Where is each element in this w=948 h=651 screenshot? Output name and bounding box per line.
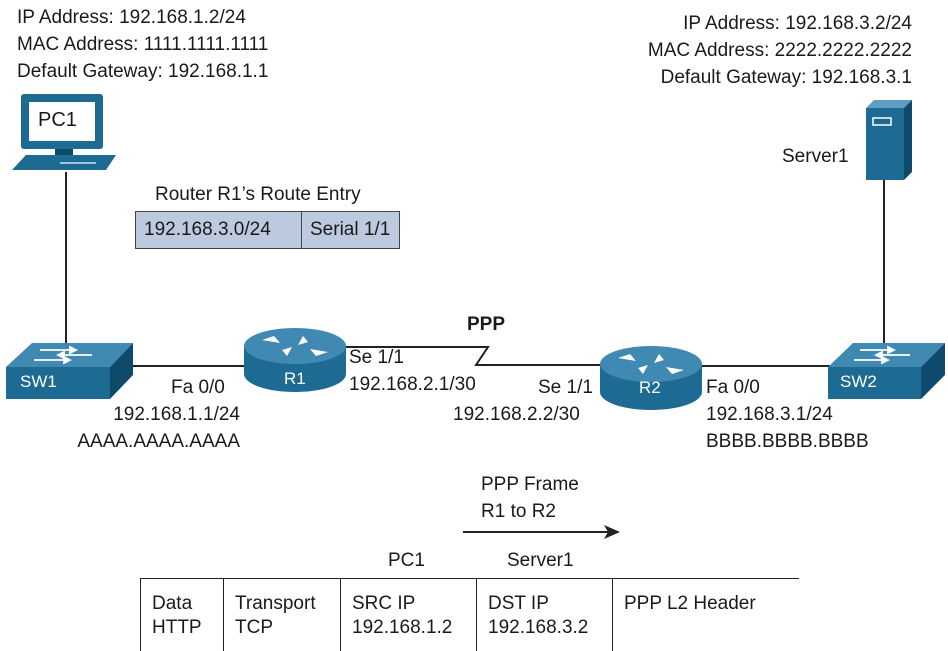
frame-transport-label: Transport [235,593,316,614]
server1-default-gateway: Default Gateway: 192.168.3.1 [660,67,912,88]
pc1-default-gateway: Default Gateway: 192.168.1.1 [17,61,269,82]
frame-src-ip-label: SRC IP [352,593,416,614]
frame-title-line2: R1 to R2 [481,501,556,522]
pc1-mac-address: MAC Address: 1111.1111.1111 [17,34,269,55]
pc1-ip-address: IP Address: 192.168.1.2/24 [17,7,246,28]
ppp-link-label: PPP [467,314,506,335]
route-entry-table: 192.168.3.0/24 Serial 1/1 [135,211,400,249]
sw2-label: SW2 [840,372,877,391]
sw2-icon [828,343,945,399]
route-entry-interface: Serial 1/1 [310,219,391,240]
route-entry-network: 192.168.3.0/24 [136,212,302,248]
link-r1-r2-serial [345,346,605,366]
r2-fa-interface: Fa 0/0 [706,377,760,398]
frame-dst-owner: Server1 [507,550,574,571]
r2-fa-mac: BBBB.BBBB.BBBB [706,431,869,452]
pc1-icon [12,94,116,170]
r2-fa-ip: 192.168.3.1/24 [706,404,833,425]
sw1-label: SW1 [20,372,57,391]
frame-direction-arrow [463,525,620,539]
route-entry-title: Router R1’s Route Entry [155,184,361,205]
frame-cell-ppp-header: PPP L2 Header [613,579,799,651]
r2-serial-interface: Se 1/1 [538,377,593,398]
frame-dst-ip-label: DST IP [488,593,549,614]
frame-cell-src-ip: SRC IP 192.168.1.2 [341,579,477,651]
r2-label: R2 [639,378,661,397]
frame-transport-protocol: TCP [235,617,273,638]
ppp-frame-diagram: Data HTTP Transport TCP SRC IP 192.168.1… [140,578,799,651]
server1-mac-address: MAC Address: 2222.2222.2222 [647,40,912,61]
frame-cell-data: Data HTTP [141,579,224,651]
r1-serial-interface: Se 1/1 [349,347,404,368]
frame-dst-ip-value: 192.168.3.2 [488,617,589,638]
r1-fa-mac: AAAA.AAAA.AAAA [77,431,240,452]
r1-fa-ip: 192.168.1.1/24 [113,404,240,425]
frame-src-owner: PC1 [388,550,425,571]
r1-serial-ip: 192.168.2.1/30 [349,374,476,395]
frame-src-ip-value: 192.168.1.2 [352,617,453,638]
frame-cell-transport: Transport TCP [224,579,341,651]
pc1-screen-label: PC1 [38,109,77,131]
r1-icon [244,328,346,392]
r1-label: R1 [284,369,306,388]
r2-icon [600,346,702,410]
server1-icon [866,100,912,180]
frame-title-line1: PPP Frame [481,474,579,495]
frame-ppp-header-label: PPP L2 Header [624,593,756,614]
r1-fa-interface: Fa 0/0 [171,377,225,398]
r2-serial-ip: 192.168.2.2/30 [453,404,580,425]
server1-label: Server1 [782,146,849,167]
frame-data-protocol: HTTP [152,617,202,638]
frame-data-label: Data [152,593,193,614]
server1-ip-address: IP Address: 192.168.3.2/24 [683,13,912,34]
sw1-icon [6,343,133,399]
frame-cell-dst-ip: DST IP 192.168.3.2 [477,579,613,651]
